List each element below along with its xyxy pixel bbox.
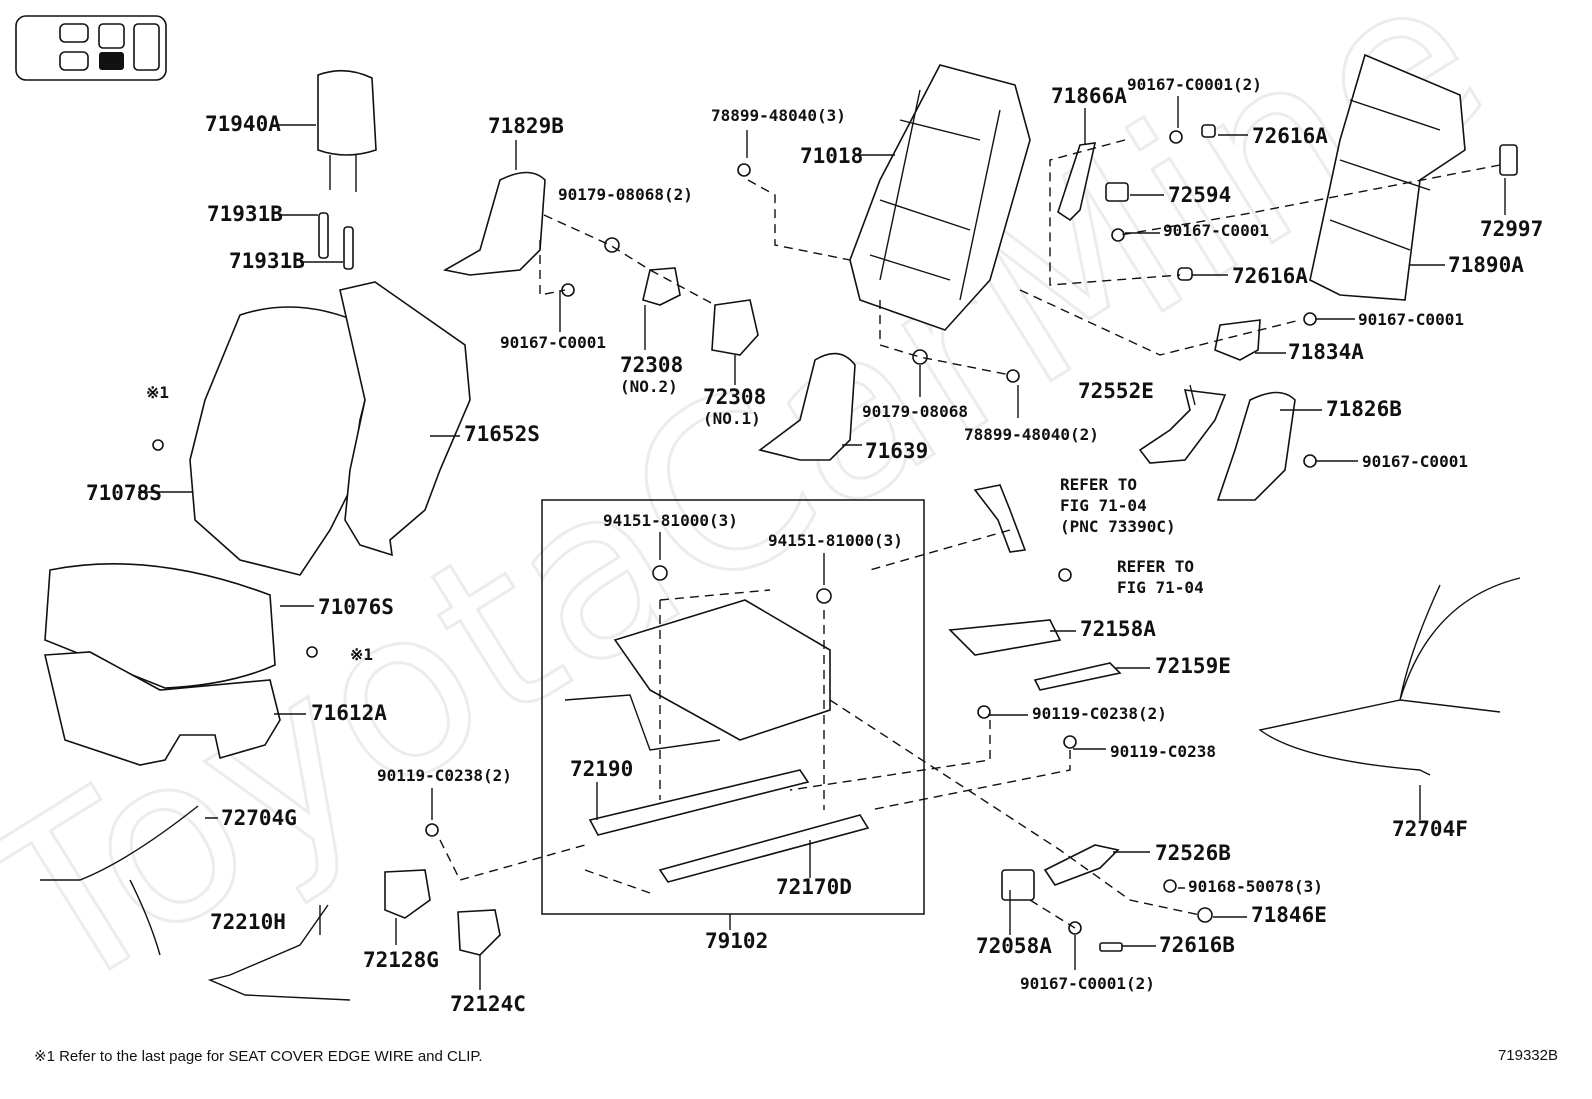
part-label: 90167-C0001(2) xyxy=(1020,974,1155,993)
dashed-assembly-lines xyxy=(439,139,1501,929)
part-label: 78899-48040(2) xyxy=(964,425,1099,444)
part-label: 90119-C0238(2) xyxy=(377,766,512,785)
cushion-cover-71076S xyxy=(44,563,276,689)
part-label: 71846E xyxy=(1251,903,1327,927)
seat-track-box-79102 xyxy=(541,499,925,915)
part-label: 72997 xyxy=(1480,217,1543,241)
part-label: (PNC 73390C) xyxy=(1060,517,1176,536)
part-label: 72170D xyxy=(776,875,852,899)
part-label: 90179-08068(2) xyxy=(558,185,693,204)
part-label: REFER TO xyxy=(1060,475,1137,494)
part-label: 72308 xyxy=(703,385,766,409)
part-label: 71940A xyxy=(205,112,281,136)
part-label: 71931B xyxy=(229,249,305,273)
seat-position-indicator xyxy=(15,15,167,81)
part-label: 72210H xyxy=(210,910,286,934)
hinge-cover-71829B xyxy=(442,171,546,276)
part-label: 72704F xyxy=(1392,817,1468,841)
bracket-71866A xyxy=(1057,142,1097,222)
seatback-cover-71078S xyxy=(189,306,376,576)
part-label: 71931B xyxy=(207,202,283,226)
part-label: 72158A xyxy=(1080,617,1156,641)
part-label: 71826B xyxy=(1326,397,1402,421)
part-label: 90179-08068 xyxy=(862,402,968,421)
back-board-71890A xyxy=(1309,53,1466,301)
part-label: 90167-C0001 xyxy=(1163,221,1269,240)
part-label: 90167-C0001 xyxy=(1358,310,1464,329)
cover-71834A xyxy=(1214,319,1261,361)
recliner-72308 xyxy=(642,267,759,356)
part-label: 72058A xyxy=(976,934,1052,958)
footnote: ※1 Refer to the last page for SEAT COVER… xyxy=(34,1048,483,1065)
seatback-pad-71652S xyxy=(339,281,471,557)
seatback-frame-71018 xyxy=(849,64,1031,331)
part-label: (NO.2) xyxy=(620,377,678,396)
illustration-code: 719332B xyxy=(1497,1047,1558,1064)
part-label: 71078S xyxy=(86,481,162,505)
headrest-71940A xyxy=(317,69,377,192)
part-label: 90167-C0001(2) xyxy=(1127,75,1262,94)
bracket-72552E xyxy=(1138,389,1227,464)
part-label: FIG 71-04 xyxy=(1117,578,1204,597)
part-label: 72159E xyxy=(1155,654,1231,678)
part-label: 90167-C0001 xyxy=(500,333,606,352)
part-label: (NO.1) xyxy=(703,409,761,428)
seat-side-parts xyxy=(384,619,1122,956)
part-label: FIG 71-04 xyxy=(1060,496,1147,515)
part-label: 90119-C0238(2) xyxy=(1032,704,1167,723)
small-parts xyxy=(152,124,1518,952)
part-label: 71866A xyxy=(1051,84,1127,108)
part-label: 72704G xyxy=(221,806,297,830)
part-label: 72616B xyxy=(1159,933,1235,957)
part-labels: 71940A 71931B 71931B 71829B 90179-08068(2) 90… xyxy=(86,75,1543,1016)
part-label: 79102 xyxy=(705,929,768,953)
part-label: 72124C xyxy=(450,992,526,1016)
part-label: 90167-C0001 xyxy=(1362,452,1468,471)
part-label: 72616A xyxy=(1252,124,1328,148)
part-label: 90168-50078(3) xyxy=(1188,877,1323,896)
part-label: 94151-81000(3) xyxy=(603,511,738,530)
part-label: 72190 xyxy=(570,757,633,781)
part-label: 71890A xyxy=(1448,253,1524,277)
part-label: ※1 xyxy=(146,383,169,402)
recliner-cover-71639 xyxy=(758,352,856,461)
part-label: 71018 xyxy=(800,144,863,168)
part-label: 78899-48040(3) xyxy=(711,106,846,125)
part-label: 71652S xyxy=(464,422,540,446)
part-label: 72594 xyxy=(1168,183,1231,207)
part-label: 71834A xyxy=(1288,340,1364,364)
part-label: 72526B xyxy=(1155,841,1231,865)
part-label: 71639 xyxy=(865,439,928,463)
part-label: REFER TO xyxy=(1117,557,1194,576)
part-label: 71612A xyxy=(311,701,387,725)
part-label: 90119-C0238 xyxy=(1110,742,1216,761)
part-label: 72308 xyxy=(620,353,683,377)
part-label: 72616A xyxy=(1232,264,1308,288)
cushion-pad-71612A xyxy=(44,651,281,766)
part-label: ※1 xyxy=(350,645,373,664)
part-label: 72552E xyxy=(1078,379,1154,403)
part-label: 71829B xyxy=(488,114,564,138)
part-label: 71076S xyxy=(318,595,394,619)
part-label: 94151-81000(3) xyxy=(768,531,903,550)
headrest-guides xyxy=(318,212,354,270)
leader-lines xyxy=(138,96,1506,990)
part-label: 72128G xyxy=(363,948,439,972)
wire-harnesses xyxy=(40,577,1521,1001)
cover-71826B xyxy=(1216,391,1296,501)
